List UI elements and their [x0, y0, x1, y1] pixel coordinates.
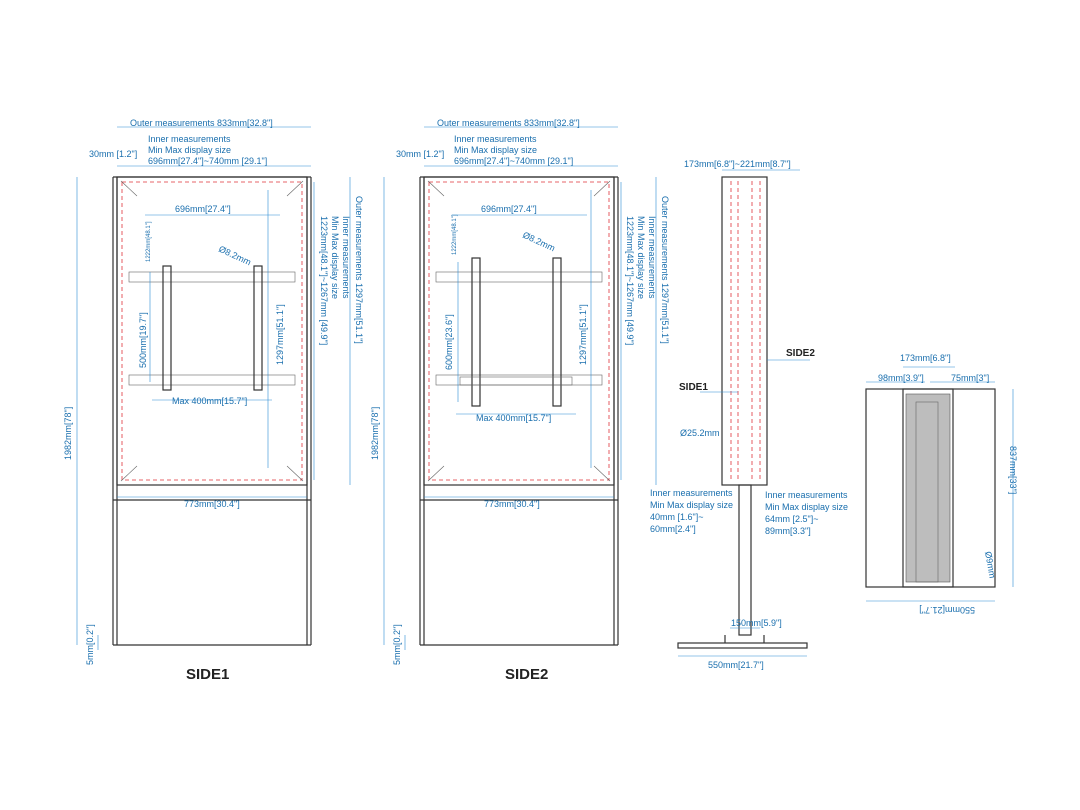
side1-v-inner-sub: Min Max display size	[330, 216, 340, 299]
side2-max-vesa: Max 400mm[15.7"]	[476, 413, 551, 423]
side2-display-cutout	[428, 181, 610, 481]
side1-title: SIDE1	[186, 666, 229, 683]
side1-inner-sub: Min Max display size	[148, 145, 231, 155]
profile-depth: 173mm[6.8"]~221mm[8.7"]	[684, 159, 791, 169]
side2-v-inner-sub: Min Max display size	[636, 216, 646, 299]
side2-base-height: 5mm[0.2"]	[392, 624, 402, 665]
side1-bracket-left	[162, 265, 172, 391]
side2-title: SIDE2	[505, 666, 548, 683]
side1-offset: 30mm [1.2"]	[89, 149, 137, 159]
side2-vesa-height: 600mm[23.6"]	[444, 314, 454, 370]
side2-bracket-span: 1222mm[48.1"]	[452, 214, 458, 255]
side1-outer-width: Outer measurements 833mm[32.8"]	[130, 118, 273, 128]
side2-v-inner-range: 1223mm[48.1"]~1267mm [49.9"]	[625, 216, 635, 345]
profile-left-inner-sub: Min Max display size	[650, 500, 733, 510]
side2-frame-width: 773mm[30.4"]	[484, 499, 540, 509]
profile-pole-diameter: Ø25.2mm	[680, 428, 720, 438]
base-left-offset: 98mm[3.9"]	[878, 373, 924, 383]
base-pole-mount	[902, 388, 954, 588]
side1-inner-width: 696mm[27.4"]	[175, 204, 231, 214]
side2-outer-width: Outer measurements 833mm[32.8"]	[437, 118, 580, 128]
side2-offset: 30mm [1.2"]	[396, 149, 444, 159]
side2-total-height: 1982mm[78"]	[370, 407, 380, 460]
side2-inner-label: Inner measurements	[454, 134, 537, 144]
side2-inner-sub: Min Max display size	[454, 145, 537, 155]
profile-side2-label: SIDE2	[786, 348, 815, 359]
side2-hole-diameter: Ø8.2mm	[521, 230, 557, 254]
side1-vesa-height: 500mm[19.7"]	[138, 312, 148, 368]
side1-outer-height: Outer measurements 1297mm[51.1"]	[354, 196, 364, 344]
profile-right-inner-label: Inner measurements	[765, 490, 848, 500]
base-mount-width: 173mm[6.8"]	[900, 353, 951, 363]
side1-bracket-span: 1222mm[48.1"]	[146, 221, 152, 262]
side1-inner-range: 696mm[27.4"]~740mm [29.1"]	[148, 156, 267, 166]
profile-view: 173mm[6.8"]~221mm[8.7"] SIDE1 SIDE2 Ø25.…	[650, 159, 848, 670]
side1-total-height: 1982mm[78"]	[63, 407, 73, 460]
side2-outer-height: Outer measurements 1297mm[51.1"]	[660, 196, 670, 344]
profile-side1-label: SIDE1	[679, 382, 708, 393]
side2-v-inner-label: Inner measurements	[647, 216, 657, 299]
profile-right-inner-sub: Min Max display size	[765, 502, 848, 512]
side1-frame-width: 773mm[30.4"]	[184, 499, 240, 509]
side1-hole-diameter: Ø8.2mm	[217, 244, 253, 268]
side1-display-cutout	[121, 181, 303, 481]
side2-bracket-left	[471, 257, 481, 407]
profile-left-inner-label: Inner measurements	[650, 488, 733, 498]
side1-view: Outer measurements 833mm[32.8"] Inner me…	[63, 118, 364, 683]
side1-bracket-right	[253, 265, 263, 391]
profile-left-inner-range: 40mm [1.6"]~	[650, 512, 703, 522]
profile-right-inner-range: 64mm [2.5"]~	[765, 514, 818, 524]
profile-pole	[738, 484, 752, 636]
profile-left-inner-range2: 60mm[2.4"]	[650, 524, 696, 534]
side2-inner-width: 696mm[27.4"]	[481, 204, 537, 214]
side1-base-height: 5mm[0.2"]	[85, 624, 95, 665]
base-right-offset: 75mm[3"]	[951, 373, 989, 383]
side1-inner-height: 1297mm[51.1"]	[275, 304, 285, 365]
side2-view: Outer measurements 833mm[32.8"] Inner me…	[370, 118, 670, 683]
side2-bracket-right	[552, 257, 562, 407]
side2-inner-height: 1297mm[51.1"]	[578, 304, 588, 365]
profile-base-plate	[677, 642, 808, 649]
side2-inner-range: 696mm[27.4"]~740mm [29.1"]	[454, 156, 573, 166]
side1-inner-label: Inner measurements	[148, 134, 231, 144]
side1-v-inner-label: Inner measurements	[341, 216, 351, 299]
side1-v-inner-range: 1223mm[48.1"]~1267mm [49.9"]	[319, 216, 329, 345]
side1-max-vesa: Max 400mm[15.7"]	[172, 396, 247, 406]
base-depth: 837mm[33"]	[1008, 446, 1018, 494]
base-top-view: 173mm[6.8"] 98mm[3.9"] 75mm[3"] 837mm[33…	[865, 353, 1018, 615]
profile-pole-width: 150mm[5.9"]	[731, 618, 782, 628]
base-hole-diameter: Ø9mm	[983, 551, 998, 579]
profile-right-inner-range2: 89mm[3.3"]	[765, 526, 811, 536]
base-width: 550mm[21.7"]	[919, 605, 975, 615]
profile-base-width: 550mm[21.7"]	[708, 660, 764, 670]
